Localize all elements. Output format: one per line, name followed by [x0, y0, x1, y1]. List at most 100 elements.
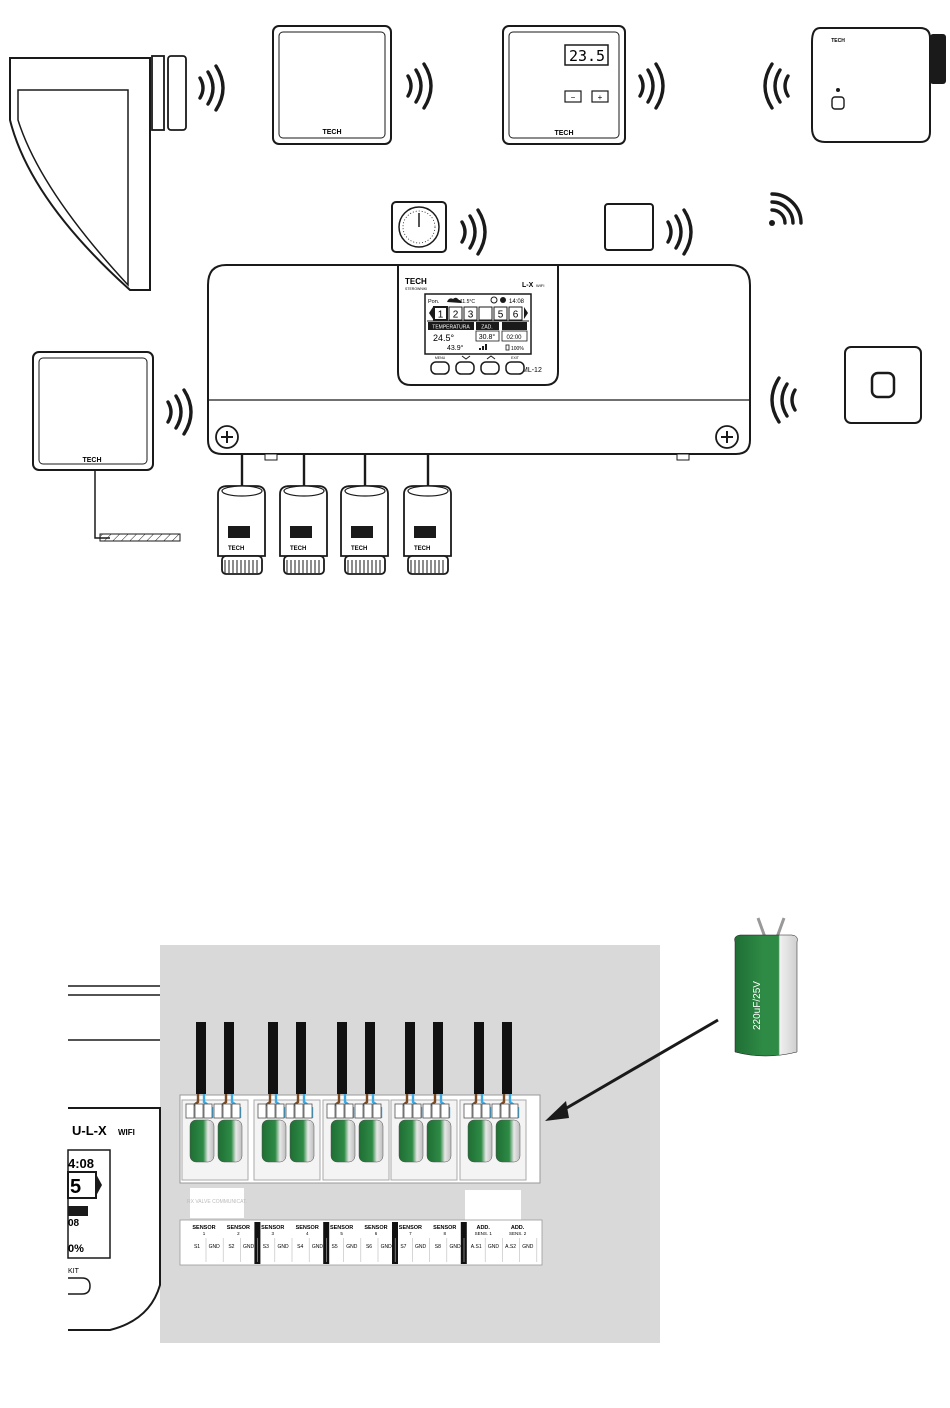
pin-label: GND [209, 1244, 221, 1250]
pin-label: S5 [332, 1244, 338, 1250]
battery-icon [505, 344, 510, 351]
brand-logo: TECH [322, 129, 341, 136]
brand-logo: TECH [82, 457, 101, 464]
sensor-name: SENSOR [261, 1225, 284, 1231]
wireless-signal-icon [198, 64, 225, 112]
led-icon [836, 88, 840, 92]
valve-label-box [190, 1188, 244, 1218]
right-arrow-icon [524, 307, 528, 319]
sensor-number: 6 [375, 1231, 378, 1236]
pin-label: GND [381, 1244, 393, 1250]
chevron-down-icon [461, 355, 471, 360]
lcd-time: 14:08 [509, 299, 525, 305]
signal-bars-icon [479, 344, 487, 350]
plus-button[interactable] [591, 90, 609, 103]
wireless-signal-icon [638, 62, 665, 110]
wireless-signal-icon [763, 62, 790, 110]
pin-label: S2 [228, 1244, 234, 1250]
module-button-fragment [68, 1277, 91, 1295]
actuator: TECH [279, 454, 328, 575]
switch-button[interactable] [870, 371, 896, 399]
lcd-set-value: 30.8° [479, 333, 496, 341]
valve-label: RX VALVE COMMUNICAT. [187, 1199, 247, 1205]
sensor-number: 4 [306, 1231, 309, 1236]
brand-logo: TECH [228, 546, 244, 552]
up-button[interactable] [480, 361, 500, 375]
lcd-day: Pon. [428, 299, 440, 305]
sensor-capacitor [285, 1022, 315, 1163]
sensor-name: SENSOR [433, 1225, 456, 1231]
zone-box [463, 306, 478, 321]
terminal-labels: SENSOR1SENSOR2SENSOR3SENSOR4SENSOR5SENSO… [192, 1222, 538, 1264]
module-title: U-L-X [72, 1123, 107, 1138]
main-controller: TECH STEROWNIKI L-X WIFI ML-12 Pon. 11.5… [207, 264, 751, 461]
menu-button[interactable] [430, 361, 450, 375]
pin-label: S7 [400, 1244, 406, 1250]
sensor-name: SENSOR [296, 1225, 319, 1231]
sensor-number: 7 [409, 1231, 412, 1236]
floor-probe [99, 533, 181, 542]
sensor-name: ADD. [511, 1225, 525, 1231]
zone-box [433, 306, 448, 321]
left-arrow-icon [429, 307, 433, 319]
controller-buttons: MENU EXIT [430, 355, 525, 375]
pin-label: S4 [297, 1244, 303, 1250]
pin-label: GND [415, 1244, 427, 1250]
lcd-floor-value: 43.9° [447, 344, 464, 352]
lcd-outdoor-temp: 11.5°C [460, 299, 475, 305]
pin-label: S1 [194, 1244, 200, 1250]
sensor-number: SENS. 2 [509, 1231, 527, 1236]
regulator-display [564, 44, 609, 66]
zone-box [508, 306, 523, 321]
analog-regulator [391, 201, 487, 256]
zone-number: 1 [438, 310, 444, 321]
window-sensor [9, 55, 225, 291]
room-regulator: 23.5 − + TECH [502, 25, 665, 145]
wireless-signal-icon [406, 62, 433, 110]
minus-button[interactable] [564, 90, 582, 103]
wireless-signal-icon [460, 208, 487, 256]
menu-button-label: MENU [435, 356, 446, 360]
sensor-number: SENS. 1 [475, 1231, 493, 1236]
controller-brand-sub: STEROWNIKI [405, 287, 427, 291]
sensor-capacitor [185, 1022, 215, 1163]
sensor-capacitor [491, 1022, 521, 1163]
pin-label: GND [346, 1244, 358, 1250]
small-sensor [604, 203, 693, 256]
internet-signal-icon [769, 192, 803, 226]
module-small-fragment: 08 [68, 1218, 80, 1229]
wireless-signal-icon [666, 208, 693, 256]
sensor-number: 3 [272, 1231, 275, 1236]
pin-label: S3 [263, 1244, 269, 1250]
pin-label: GND [243, 1244, 255, 1250]
minus-label: − [571, 93, 576, 102]
module-wifi: WIFI [118, 1128, 135, 1137]
head-knob [930, 34, 946, 84]
module-exit-fragment: KIT [68, 1268, 80, 1275]
sensor-name: SENSOR [364, 1225, 387, 1231]
pin-label: S8 [435, 1244, 441, 1250]
down-button[interactable] [455, 361, 475, 375]
exit-button[interactable] [505, 361, 525, 375]
chevron-up-icon [486, 355, 496, 360]
sensor-number: 8 [444, 1231, 447, 1236]
pin-label: A.S2 [505, 1244, 516, 1250]
lcd-temp-header: TEMPERATURA [432, 325, 470, 331]
sensor-capacitor [463, 1022, 493, 1163]
module-zone-fragment: 5 [70, 1176, 81, 1198]
pin-label: A.S1 [471, 1244, 482, 1250]
exit-button-label: EXIT [511, 356, 520, 360]
regulator-temperature: 23.5 [569, 47, 605, 65]
brand-logo: TECH [351, 546, 367, 552]
room-sensor: TECH [272, 25, 433, 145]
wireless-signal-icon [770, 376, 797, 424]
lcd-battery: 100% [511, 346, 524, 352]
terminals [181, 1022, 527, 1181]
actuator: TECH [217, 454, 266, 575]
pin-label: GND [312, 1244, 324, 1250]
sensor-capacitor [213, 1022, 243, 1163]
pin-label: S6 [366, 1244, 372, 1250]
brand-logo: TECH [831, 38, 845, 44]
